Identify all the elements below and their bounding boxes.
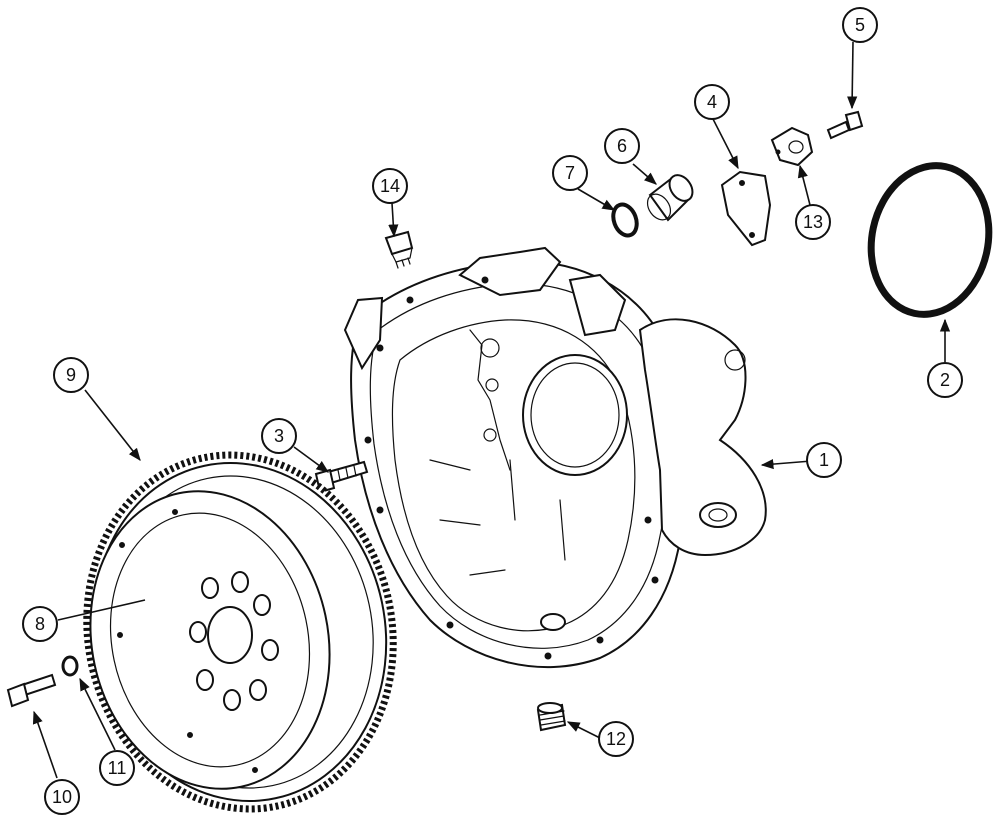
callout-6: 6 <box>604 128 640 164</box>
callout-label-3: 3 <box>274 426 284 446</box>
cover-plate-part-4 <box>720 170 772 247</box>
plug-part-14 <box>384 230 414 269</box>
callout-5: 5 <box>842 7 878 43</box>
o-ring-part <box>867 162 993 318</box>
callout-12: 12 <box>598 721 634 757</box>
callout-1: 1 <box>806 442 842 478</box>
callout-label-8: 8 <box>35 614 45 634</box>
callout-label-2: 2 <box>940 370 950 390</box>
callout-11: 11 <box>99 750 135 786</box>
callout-label-13: 13 <box>803 212 823 232</box>
callout-4: 4 <box>694 84 730 120</box>
callout-label-9: 9 <box>66 365 76 385</box>
callout-2: 2 <box>927 362 963 398</box>
callout-10: 10 <box>44 779 80 815</box>
washer-part-11 <box>61 655 79 677</box>
plug-part-12 <box>536 702 567 732</box>
gasket-part-13 <box>770 126 814 167</box>
callout-14: 14 <box>372 168 408 204</box>
washer-part-7 <box>611 202 639 238</box>
flywheel-part-9 <box>83 451 397 813</box>
flywheel-housing-part <box>343 246 767 669</box>
callout-8: 8 <box>22 606 58 642</box>
callout-label-12: 12 <box>606 729 626 749</box>
callout-label-1: 1 <box>819 450 829 470</box>
callout-3: 3 <box>261 418 297 454</box>
callout-label-6: 6 <box>617 136 627 156</box>
callout-7: 7 <box>552 155 588 191</box>
callout-label-14: 14 <box>380 176 400 196</box>
callout-label-7: 7 <box>565 163 575 183</box>
plug-part-6 <box>646 174 694 222</box>
callout-label-4: 4 <box>707 92 717 112</box>
bolt-part-3 <box>314 460 369 494</box>
bolt-part-10 <box>6 673 57 708</box>
callout-13: 13 <box>795 204 831 240</box>
leader-lines <box>32 41 951 779</box>
callout-label-5: 5 <box>855 15 865 35</box>
callout-9: 9 <box>53 357 89 393</box>
callout-label-10: 10 <box>52 787 72 807</box>
bolt-part-5 <box>826 110 864 140</box>
callout-label-11: 11 <box>108 758 127 778</box>
